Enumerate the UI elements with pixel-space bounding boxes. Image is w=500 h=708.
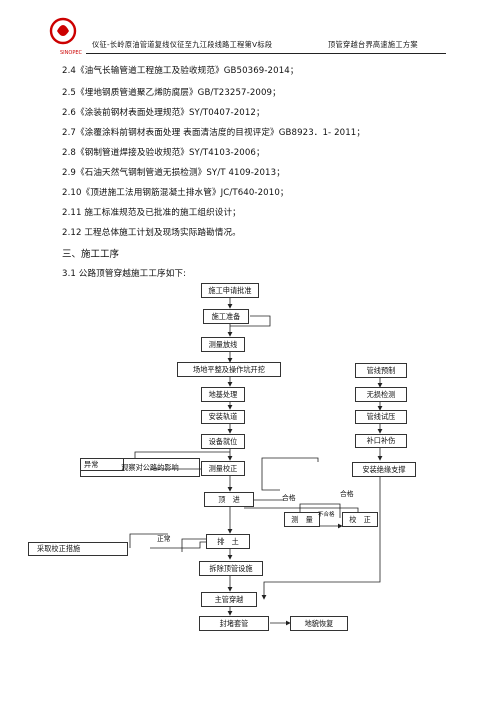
step-preparation: 施工准备 (203, 309, 249, 324)
standard-item: 2.4《油气长输管道工程施工及验收规范》GB50369-2014； (62, 66, 299, 76)
step-seal-casing: 封堵套管 (199, 616, 269, 631)
observe-label: 观察对公路的影响 (121, 462, 179, 472)
step-ndt: 无损检测 (355, 387, 407, 402)
logo-text: SINOPEC (60, 50, 82, 56)
observe-box: 观察对公路的影响 (80, 458, 200, 477)
step-dismantle: 拆除顶管设施 (199, 561, 263, 576)
step-correct: 校 正 (342, 512, 378, 527)
header-doc-title: 顶管穿越台界高速施工方案 (328, 40, 418, 49)
step-jacking: 顶 进 (204, 492, 254, 507)
standard-item: 2.6《涂装前钢材表面处理规范》SY/T0407-2012； (62, 108, 265, 118)
page-header: SINOPEC 仪征-长岭原油管道复线仪征至九江段线路工程第Ⅴ标段 顶管穿越台界… (0, 0, 500, 56)
qualified-label-1: 合格 (282, 494, 296, 502)
header-project-title: 仪征-长岭原油管道复线仪征至九江段线路工程第Ⅴ标段 (92, 40, 273, 49)
standard-item: 2.5《埋地钢质管道聚乙烯防腐层》GB/T23257-2009； (62, 88, 281, 98)
standard-item: 2.12 工程总体施工计划及现场实际踏勘情况。 (62, 228, 241, 238)
sinopec-logo-icon (49, 17, 77, 45)
step-joint-repair: 补口补伤 (355, 434, 407, 448)
step-soil-removal: 排 土 (206, 534, 250, 549)
subsection-title: 3.1 公路顶管穿越施工工序如下: (62, 269, 187, 279)
correction-measure-box: 采取校正措施 (28, 542, 128, 556)
step-apply-approval: 施工申请批准 (201, 283, 259, 298)
step-insulation-support: 安装绝缘支撑 (352, 462, 416, 477)
normal-label: 正常 (157, 535, 171, 543)
standard-item: 2.9《石油天然气钢制管道无损检测》SY/T 4109-2013； (62, 168, 285, 178)
step-pressure-test: 管线试压 (355, 410, 407, 424)
standard-item: 2.11 施工标准规范及已批准的施工组织设计； (62, 208, 241, 218)
qualified-label-2: 合格 (340, 490, 354, 498)
section-title: 三、施工工序 (62, 249, 120, 260)
step-measure: 测 量 (284, 512, 320, 527)
standard-item: 2.10《顶进施工法用钢筋混凝土排水管》JC/T640-2010； (62, 188, 289, 198)
step-foundation: 地基处理 (201, 387, 245, 402)
step-install-track: 安装轨道 (201, 410, 245, 424)
standard-item: 2.7《涂覆涂料前钢材表面处理 表面清洁度的目视评定》GB8923．1- 201… (62, 128, 366, 138)
step-site-excavation: 场地平整及操作坑开挖 (177, 362, 281, 377)
standard-item: 2.8《钢制管道焊接及验收规范》SY/T4103-2006； (62, 148, 265, 158)
step-restore: 地貌恢复 (290, 616, 348, 631)
step-survey: 测量放线 (201, 337, 245, 352)
step-equipment: 设备就位 (201, 434, 245, 449)
step-pipe-prefab: 管线预制 (355, 363, 407, 378)
step-measure-correct: 测量校正 (201, 461, 245, 476)
step-main-pipe: 主管穿越 (201, 592, 257, 607)
header-divider (86, 53, 446, 54)
unqualified-label: 不合格 (318, 512, 335, 518)
